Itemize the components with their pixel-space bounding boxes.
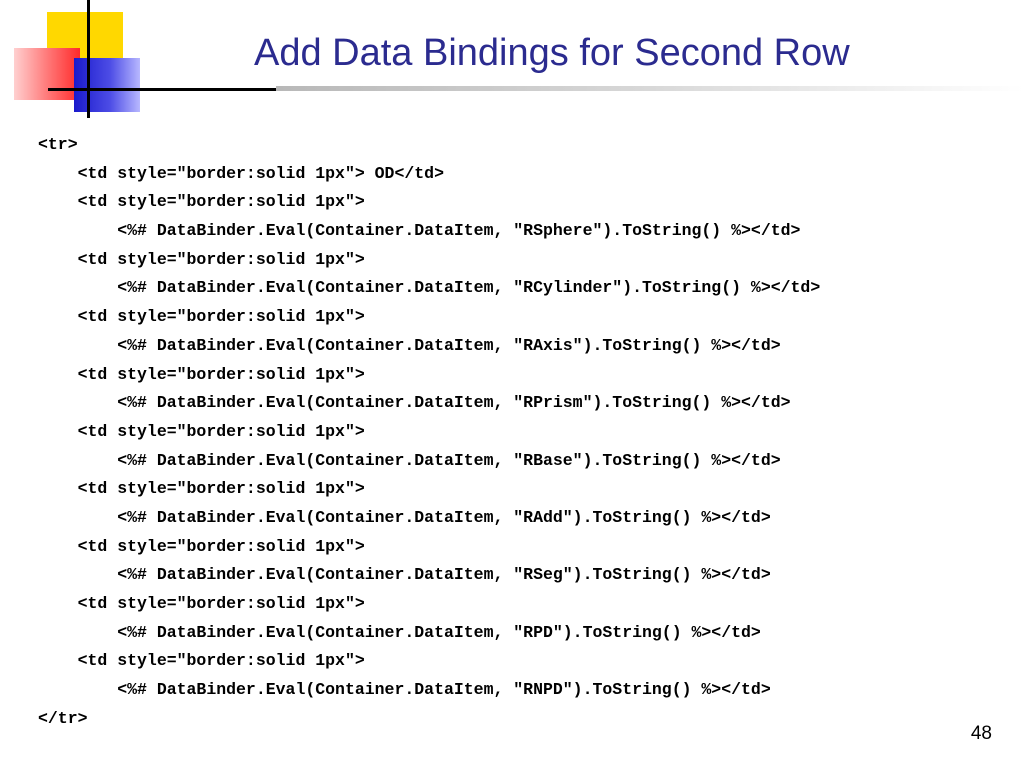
code-line: <td style="border:solid 1px"> OD</td>	[38, 163, 444, 183]
code-line: <td style="border:solid 1px">	[38, 536, 365, 556]
code-line: <%# DataBinder.Eval(Container.DataItem, …	[38, 622, 761, 642]
code-line: <%# DataBinder.Eval(Container.DataItem, …	[38, 393, 791, 413]
page-number: 48	[970, 723, 992, 744]
logo-horizontal-line	[48, 88, 278, 91]
slide-title: Add Data Bindings for Second Row	[254, 32, 850, 74]
code-line: <td style="border:solid 1px">	[38, 364, 365, 384]
code-line: <td style="border:solid 1px">	[38, 594, 365, 613]
code-line: </tr>	[38, 708, 88, 728]
code-line: <tr>	[38, 135, 78, 154]
code-line: <%# DataBinder.Eval(Container.DataItem, …	[38, 507, 771, 527]
title-underline	[276, 86, 1024, 91]
code-line: <%# DataBinder.Eval(Container.DataItem, …	[38, 680, 771, 700]
code-line: <td style="border:solid 1px">	[38, 421, 365, 441]
logo-blue-square	[74, 58, 140, 112]
code-line: <td style="border:solid 1px">	[38, 307, 365, 327]
logo-red-square	[14, 48, 80, 100]
code-line: <%# DataBinder.Eval(Container.DataItem, …	[38, 565, 771, 585]
slide-logo	[0, 0, 278, 120]
code-line: <td style="border:solid 1px">	[38, 192, 365, 212]
code-line: <td style="border:solid 1px">	[38, 249, 365, 269]
logo-vertical-line	[87, 0, 90, 118]
code-block: <tr> <td style="border:solid 1px"> OD</t…	[38, 131, 820, 733]
code-line: <td style="border:solid 1px">	[38, 479, 365, 499]
code-line: <%# DataBinder.Eval(Container.DataItem, …	[38, 450, 781, 470]
code-line: <%# DataBinder.Eval(Container.DataItem, …	[38, 278, 821, 298]
code-line: <td style="border:solid 1px">	[38, 651, 365, 671]
code-line: <%# DataBinder.Eval(Container.DataItem, …	[38, 335, 781, 355]
code-line: <%# DataBinder.Eval(Container.DataItem, …	[38, 221, 801, 241]
